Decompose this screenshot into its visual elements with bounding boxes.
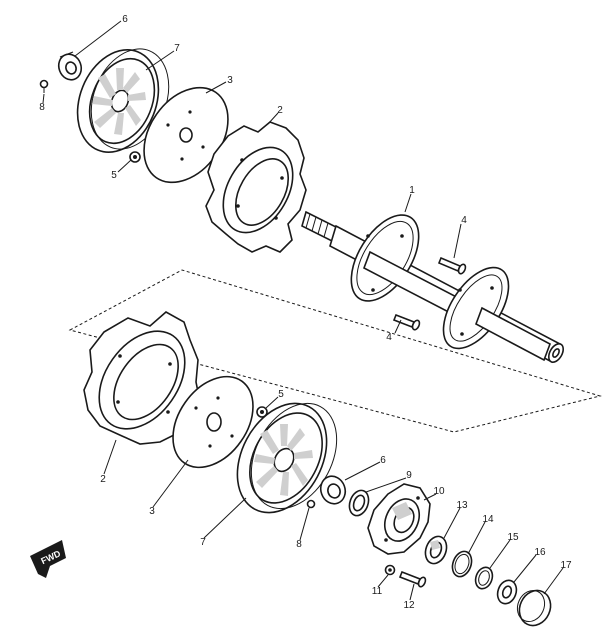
part-2-sprocket-upper xyxy=(205,121,307,253)
callout-8-lower: 8 xyxy=(296,539,302,550)
callout-1: 1 xyxy=(409,185,415,196)
callout-11: 11 xyxy=(372,586,383,597)
part-6-collar-upper xyxy=(57,51,83,81)
part-4-bolt-b xyxy=(392,313,421,331)
part-6-collar-lower xyxy=(319,475,347,505)
part-4-bolt-a xyxy=(437,256,467,275)
part-5-nut-upper xyxy=(129,151,141,163)
part-8-bolt-upper xyxy=(39,79,49,93)
part-14-ring xyxy=(451,550,473,578)
part-12-bolt xyxy=(398,570,427,588)
part-17-cap xyxy=(516,589,552,627)
callout-4-right: 4 xyxy=(461,215,467,226)
part-16-collar xyxy=(496,579,518,605)
callout-4-lower: 4 xyxy=(386,332,392,343)
part-5-nut-lower xyxy=(256,406,268,418)
part-10-housing xyxy=(367,483,431,555)
callout-2-lower: 2 xyxy=(100,474,106,485)
callout-12: 12 xyxy=(403,600,415,611)
callout-3-lower: 3 xyxy=(149,506,155,517)
part-9-seal xyxy=(348,489,370,517)
part-7-wheel-lower xyxy=(236,402,338,514)
callout-3-upper: 3 xyxy=(227,75,233,86)
part-11-nut xyxy=(384,564,396,576)
part-2-sprocket-lower xyxy=(83,311,201,445)
callout-9: 9 xyxy=(406,470,412,481)
callout-13: 13 xyxy=(456,500,468,511)
callout-numbers: 6 7 8 3 2 5 1 4 4 5 6 9 10 2 3 7 8 13 14… xyxy=(39,14,572,611)
callout-17: 17 xyxy=(560,560,572,571)
callout-8-upper: 8 xyxy=(39,102,45,113)
callout-16: 16 xyxy=(534,547,546,558)
callout-5-lower: 5 xyxy=(278,389,284,400)
callout-6-upper: 6 xyxy=(122,14,128,25)
forward-direction-arrow-icon: FWD xyxy=(30,540,66,578)
part-3-plate-lower xyxy=(172,375,254,469)
callout-15: 15 xyxy=(507,532,519,543)
part-1-shaft xyxy=(301,210,565,364)
callout-2-upper: 2 xyxy=(277,105,283,116)
part-13-bearing xyxy=(424,535,448,565)
callout-6-lower: 6 xyxy=(380,455,386,466)
leader-lines xyxy=(42,20,564,601)
callout-5-upper: 5 xyxy=(111,170,117,181)
callout-7-upper: 7 xyxy=(174,43,180,54)
callout-14: 14 xyxy=(482,514,494,525)
part-8-bolt-lower xyxy=(306,499,316,509)
part-15-circlip xyxy=(474,566,494,590)
assembly-outline xyxy=(68,269,602,433)
callout-7-lower: 7 xyxy=(200,537,206,548)
part-7-wheel-upper xyxy=(76,48,170,153)
callout-10: 10 xyxy=(433,486,445,497)
